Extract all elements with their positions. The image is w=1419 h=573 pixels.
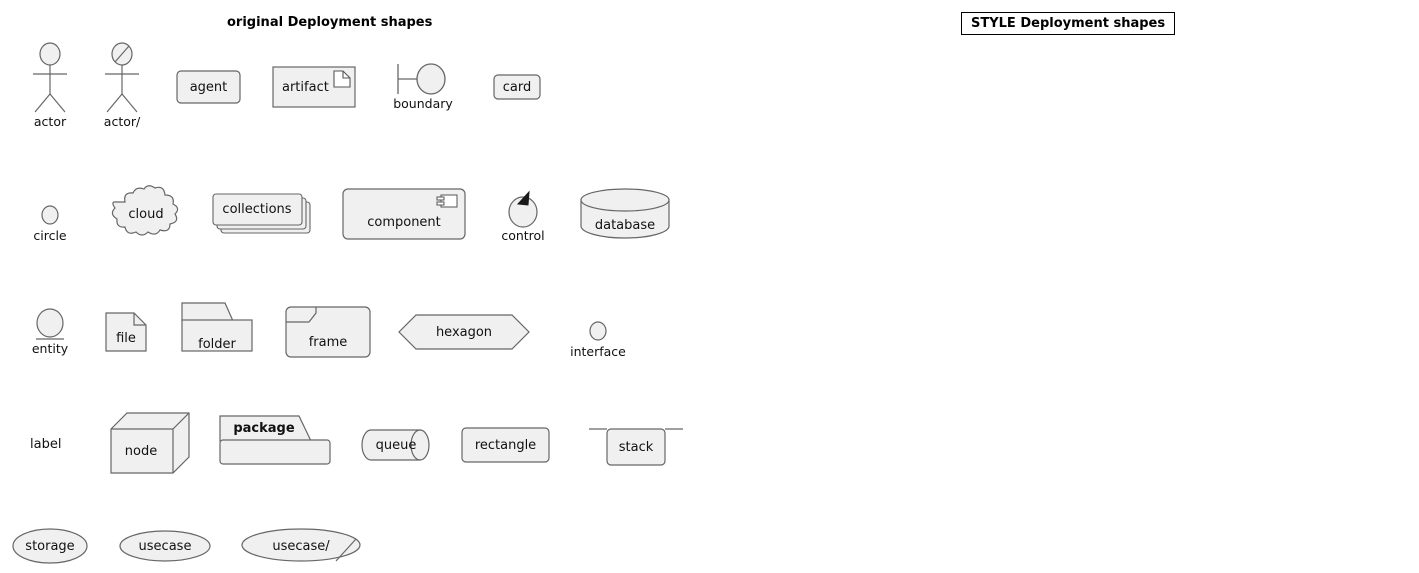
shape-caption: actor/ <box>103 114 141 129</box>
shape-actor[interactable]: actor <box>20 42 80 132</box>
folder-tab-icon <box>181 302 253 352</box>
package-tab-icon <box>219 415 331 465</box>
panel-title-original: original Deployment shapes <box>227 15 433 30</box>
stack-bracket-icon <box>589 428 683 466</box>
shape-caption: circle <box>33 228 67 243</box>
shape-interface[interactable]: interface <box>570 318 626 368</box>
shape-circle[interactable]: circle <box>33 202 67 248</box>
stick-figure-icon <box>33 42 67 113</box>
circle-with-arrow-icon <box>508 190 538 228</box>
shape-file[interactable]: file <box>105 312 147 352</box>
cylinder-icon <box>580 188 670 239</box>
shape-caption: control <box>501 228 545 243</box>
shape-card[interactable]: card <box>493 74 541 100</box>
shape-cloud[interactable]: cloud <box>105 185 187 240</box>
circle-underlined-icon <box>36 308 64 340</box>
shape-package[interactable]: package <box>219 415 331 465</box>
stacked-rectangles-icon <box>212 193 311 234</box>
hexagon-icon <box>398 314 530 350</box>
shape-label-text[interactable]: label <box>30 437 62 452</box>
shape-entity[interactable]: entity <box>30 308 70 360</box>
cloud-icon <box>111 185 179 236</box>
shape-boundary[interactable]: boundary <box>392 58 454 111</box>
shape-storage[interactable]: storage <box>12 528 88 564</box>
shape-usecase[interactable]: usecase <box>119 530 211 562</box>
shape-stack[interactable]: stack <box>588 424 698 466</box>
boundary-bar-circle-icon <box>397 63 446 95</box>
rectangle-with-page-corner-icon <box>272 66 356 108</box>
shape-caption: interface <box>570 344 626 359</box>
stick-figure-slashed-icon <box>105 42 139 113</box>
shape-node[interactable]: node <box>110 412 190 474</box>
ellipse-icon <box>119 530 211 562</box>
shape-usecase-alt[interactable]: usecase/ <box>241 528 361 564</box>
shape-database[interactable]: database <box>580 188 670 239</box>
frame-notched-tab-icon <box>285 306 371 358</box>
horizontal-cylinder-icon <box>361 429 430 461</box>
rounded-rectangle-icon <box>176 70 241 104</box>
small-circle-icon <box>589 321 607 341</box>
shape-artifact[interactable]: artifact <box>272 66 356 108</box>
shape-component[interactable]: component <box>342 188 466 240</box>
shape-caption: actor <box>33 114 67 129</box>
shape-folder[interactable]: folder <box>181 302 253 352</box>
uml-component-icon <box>342 188 466 240</box>
shape-frame[interactable]: frame <box>285 306 371 358</box>
shape-agent[interactable]: agent <box>176 70 241 104</box>
rounded-rectangle-small-icon <box>493 74 541 100</box>
shape-rectangle[interactable]: rectangle <box>461 427 550 463</box>
shape-collections[interactable]: collections <box>212 193 312 235</box>
document-folded-corner-icon <box>105 312 147 352</box>
shape-hexagon[interactable]: hexagon <box>398 314 530 350</box>
shape-actor-alt[interactable]: actor/ <box>92 42 152 132</box>
shape-queue[interactable]: queue <box>361 429 430 461</box>
panel-title-style: STYLE Deployment shapes <box>961 12 1176 35</box>
rounded-rectangle-icon <box>461 427 550 463</box>
shape-caption: entity <box>31 341 69 356</box>
ellipse-slashed-icon <box>241 528 361 562</box>
panel-style-shapes: STYLE Deployment shapes actor actor/ age… <box>710 0 1419 573</box>
cube-3d-icon <box>110 412 190 474</box>
panel-original-shapes: original Deployment shapes actor actor/ … <box>0 0 709 573</box>
shape-control[interactable]: control <box>498 190 548 243</box>
shape-caption: boundary <box>393 96 453 111</box>
ellipse-icon <box>12 528 88 564</box>
small-circle-icon <box>41 205 59 225</box>
